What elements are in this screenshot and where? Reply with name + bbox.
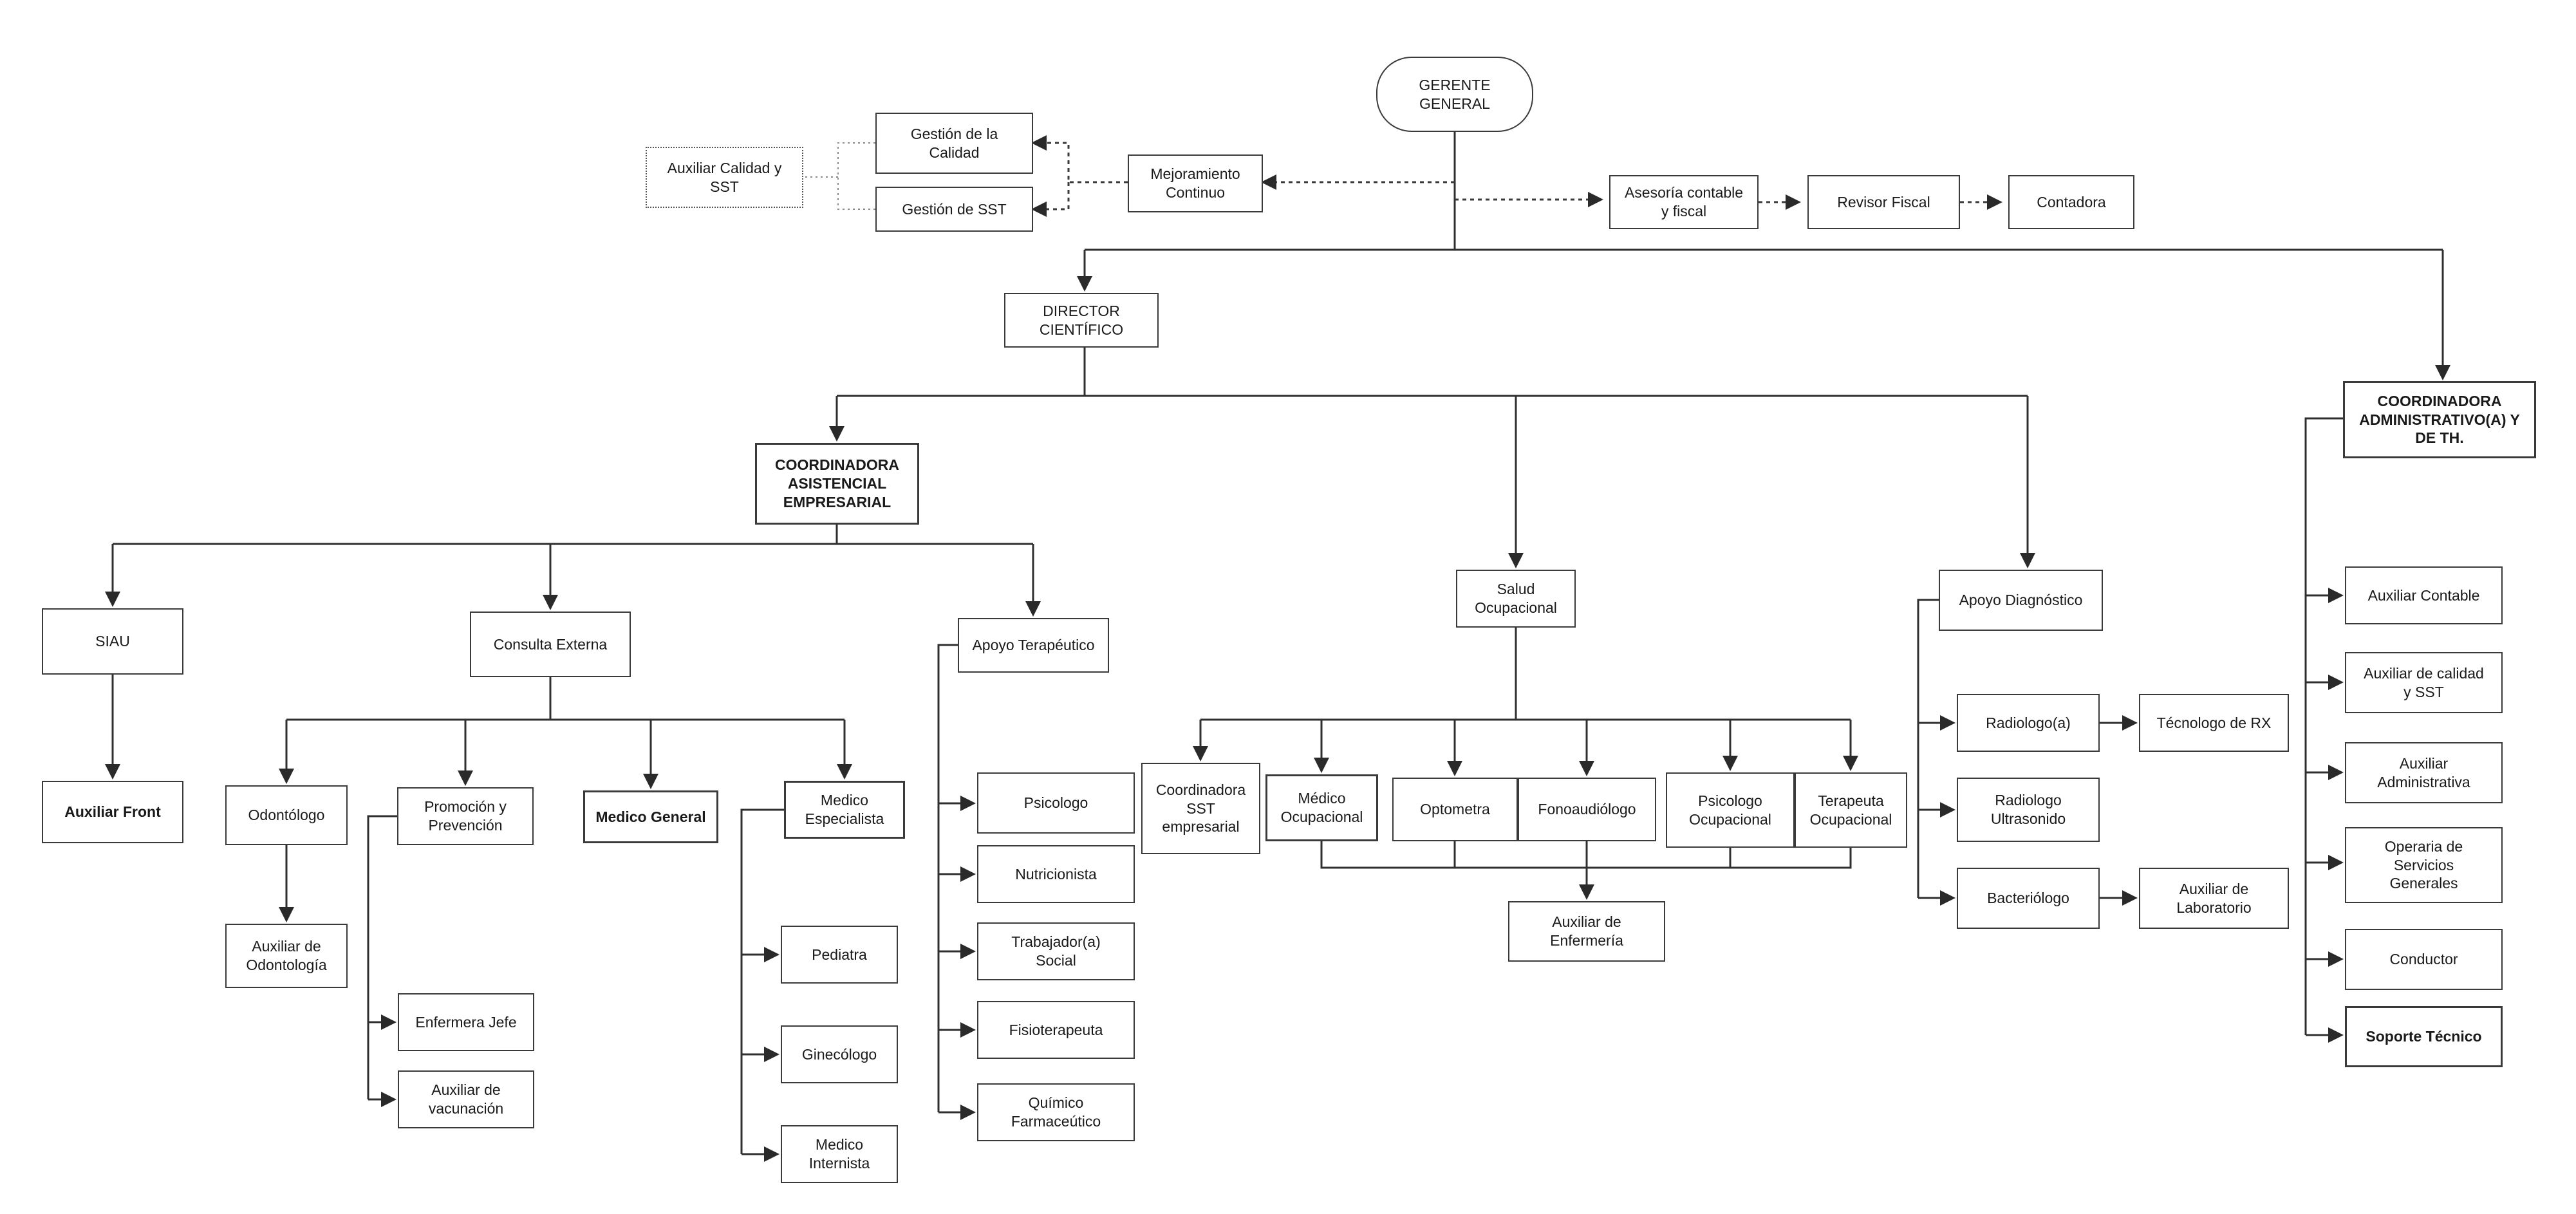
- promocion-prevencion-node: Promoción y Prevención: [397, 787, 534, 845]
- auxiliar-calidad-sst-node: Auxiliar Calidad y SST: [646, 147, 803, 208]
- pediatra-node: Pediatra: [781, 926, 898, 984]
- psicologo-node: Psicologo: [977, 772, 1135, 834]
- medico-general-node: Medico General: [583, 790, 718, 843]
- mejoramiento-continuo-node: Mejoramiento Continuo: [1128, 154, 1263, 212]
- tecnologo-rx-node: Técnologo de RX: [2139, 694, 2289, 752]
- contadora-node: Contadora: [2008, 175, 2134, 229]
- trabajador-social-node: Trabajador(a) Social: [977, 922, 1135, 980]
- coordinadora-asistencial-node: COORDINADORA ASISTENCIAL EMPRESARIAL: [755, 443, 919, 525]
- medico-ocupacional-node: Médico Ocupacional: [1265, 774, 1378, 841]
- nutricionista-node: Nutricionista: [977, 845, 1135, 903]
- radiologo-node: Radiologo(a): [1957, 694, 2100, 752]
- enfermera-jefe-node: Enfermera Jefe: [398, 993, 534, 1051]
- psicologo-ocupacional-node: Psicologo Ocupacional: [1666, 772, 1795, 848]
- auxiliar-administrativa-node: Auxiliar Administrativa: [2345, 742, 2503, 803]
- salud-ocupacional-node: Salud Ocupacional: [1456, 570, 1576, 628]
- gerente-general-node: GERENTE GENERAL: [1376, 57, 1533, 132]
- medico-especialista-node: Medico Especialista: [784, 781, 905, 839]
- auxiliar-front-node: Auxiliar Front: [42, 781, 183, 843]
- fisioterapeuta-node: Fisioterapeuta: [977, 1001, 1135, 1059]
- apoyo-diagnostico-node: Apoyo Diagnóstico: [1939, 570, 2103, 631]
- auxiliar-odontologia-node: Auxiliar de Odontología: [225, 924, 348, 988]
- radiologo-ultrasonido-node: Radiologo Ultrasonido: [1957, 778, 2100, 842]
- revisor-fiscal-node: Revisor Fiscal: [1807, 175, 1960, 229]
- medico-internista-node: Medico Internista: [781, 1125, 898, 1183]
- apoyo-terapeutico-node: Apoyo Terapéutico: [958, 618, 1109, 673]
- terapeuta-ocupacional-node: Terapeuta Ocupacional: [1795, 772, 1907, 848]
- fonoaudiologo-node: Fonoaudiólogo: [1518, 778, 1656, 841]
- auxiliar-laboratorio-node: Auxiliar de Laboratorio: [2139, 868, 2289, 929]
- conductor-node: Conductor: [2345, 929, 2503, 990]
- soporte-tecnico-node: Soporte Técnico: [2345, 1006, 2503, 1067]
- coordinadora-sst-node: Coordinadora SST empresarial: [1141, 763, 1260, 854]
- auxiliar-enfermeria-node: Auxiliar de Enfermería: [1508, 901, 1665, 962]
- operaria-servicios-generales-node: Operaria de Servicios Generales: [2345, 827, 2503, 903]
- bacteriologo-node: Bacteriólogo: [1957, 868, 2100, 929]
- consulta-externa-node: Consulta Externa: [470, 612, 631, 677]
- gestion-sst-node: Gestión de SST: [875, 187, 1033, 232]
- director-cientifico-node: DIRECTOR CIENTÍFICO: [1004, 293, 1159, 348]
- auxiliar-calidad-sst-admin-node: Auxiliar de calidad y SST: [2345, 652, 2503, 713]
- coordinadora-administrativo-node: COORDINADORA ADMINISTRATIVO(A) Y DE TH.: [2343, 381, 2536, 458]
- auxiliar-contable-node: Auxiliar Contable: [2345, 566, 2503, 624]
- auxiliar-vacunacion-node: Auxiliar de vacunación: [398, 1070, 534, 1128]
- quimico-farmaceutico-node: Químico Farmaceútico: [977, 1083, 1135, 1141]
- optometra-node: Optometra: [1392, 778, 1518, 841]
- asesoria-contable-node: Asesoría contable y fiscal: [1609, 175, 1759, 229]
- siau-node: SIAU: [42, 608, 183, 675]
- gestion-calidad-node: Gestión de la Calidad: [875, 113, 1033, 174]
- odontologo-node: Odontólogo: [225, 785, 348, 845]
- ginecologo-node: Ginecólogo: [781, 1025, 898, 1083]
